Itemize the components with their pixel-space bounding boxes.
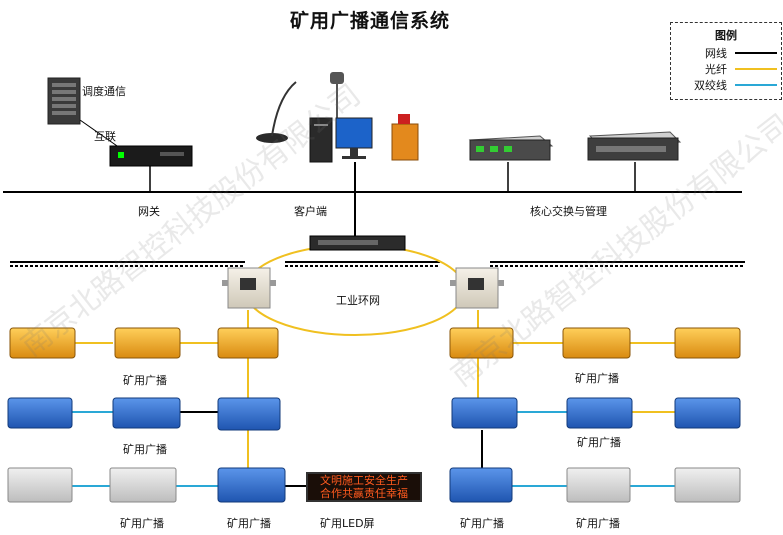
label-client: 客户端 — [294, 205, 327, 218]
legend-title: 图例 — [715, 29, 737, 42]
left-links — [72, 310, 306, 487]
legend-item-twisted: 双绞线 — [679, 77, 779, 92]
broadcast-unit-blue — [7, 397, 741, 431]
label-broadcast: 矿用广播 — [123, 443, 167, 456]
dispatch-cabinet — [47, 77, 81, 125]
label-ring: 工业环网 — [336, 294, 380, 307]
core-server-2 — [587, 131, 682, 161]
label-broadcast: 矿用广播 — [227, 517, 271, 530]
industrial-switch — [309, 235, 406, 251]
ring-node-left — [222, 267, 276, 309]
led-line-2: 合作共赢责任幸福 — [320, 487, 408, 500]
industrial-ring — [244, 244, 466, 336]
legend-swatch-network — [735, 52, 777, 54]
tunnel-rails — [10, 261, 745, 267]
label-gateway: 网关 — [138, 205, 160, 218]
gateway-device — [109, 145, 193, 167]
legend-swatch-twisted — [735, 84, 777, 86]
broadcast-unit-gray — [7, 467, 741, 503]
label-broadcast: 矿用广播 — [577, 436, 621, 449]
led-line-1: 文明施工安全生产 — [320, 474, 408, 487]
label-broadcast: 矿用广播 — [576, 517, 620, 530]
label-broadcast: 矿用广播 — [460, 517, 504, 530]
legend-label: 网线 — [705, 47, 727, 60]
label-interconnect: 互联 — [94, 130, 116, 143]
ring-node-right — [450, 267, 504, 309]
label-core: 核心交换与管理 — [530, 205, 607, 218]
right-links — [477, 310, 675, 487]
core-server-1 — [468, 135, 554, 161]
label-led-screen: 矿用LED屏 — [320, 517, 375, 530]
legend-label: 双绞线 — [694, 79, 727, 92]
led-screen: 文明施工安全生产 合作共赢责任幸福 — [306, 472, 422, 502]
legend-label: 光纤 — [705, 63, 727, 76]
client-workstation — [256, 72, 419, 163]
legend-swatch-fiber — [735, 68, 777, 70]
label-broadcast: 矿用广播 — [123, 374, 167, 387]
label-dispatch: 调度通信 — [82, 85, 126, 98]
label-broadcast: 矿用广播 — [120, 517, 164, 530]
dispatch-link — [79, 119, 121, 149]
page-title: 矿用广播通信系统 — [289, 10, 450, 32]
label-broadcast: 矿用广播 — [575, 372, 619, 385]
legend: 图例 网线 光纤 双绞线 — [670, 22, 782, 100]
legend-item-fiber: 光纤 — [679, 61, 779, 76]
legend-item-network: 网线 — [679, 45, 779, 60]
broadcast-unit-yellow — [9, 327, 741, 359]
